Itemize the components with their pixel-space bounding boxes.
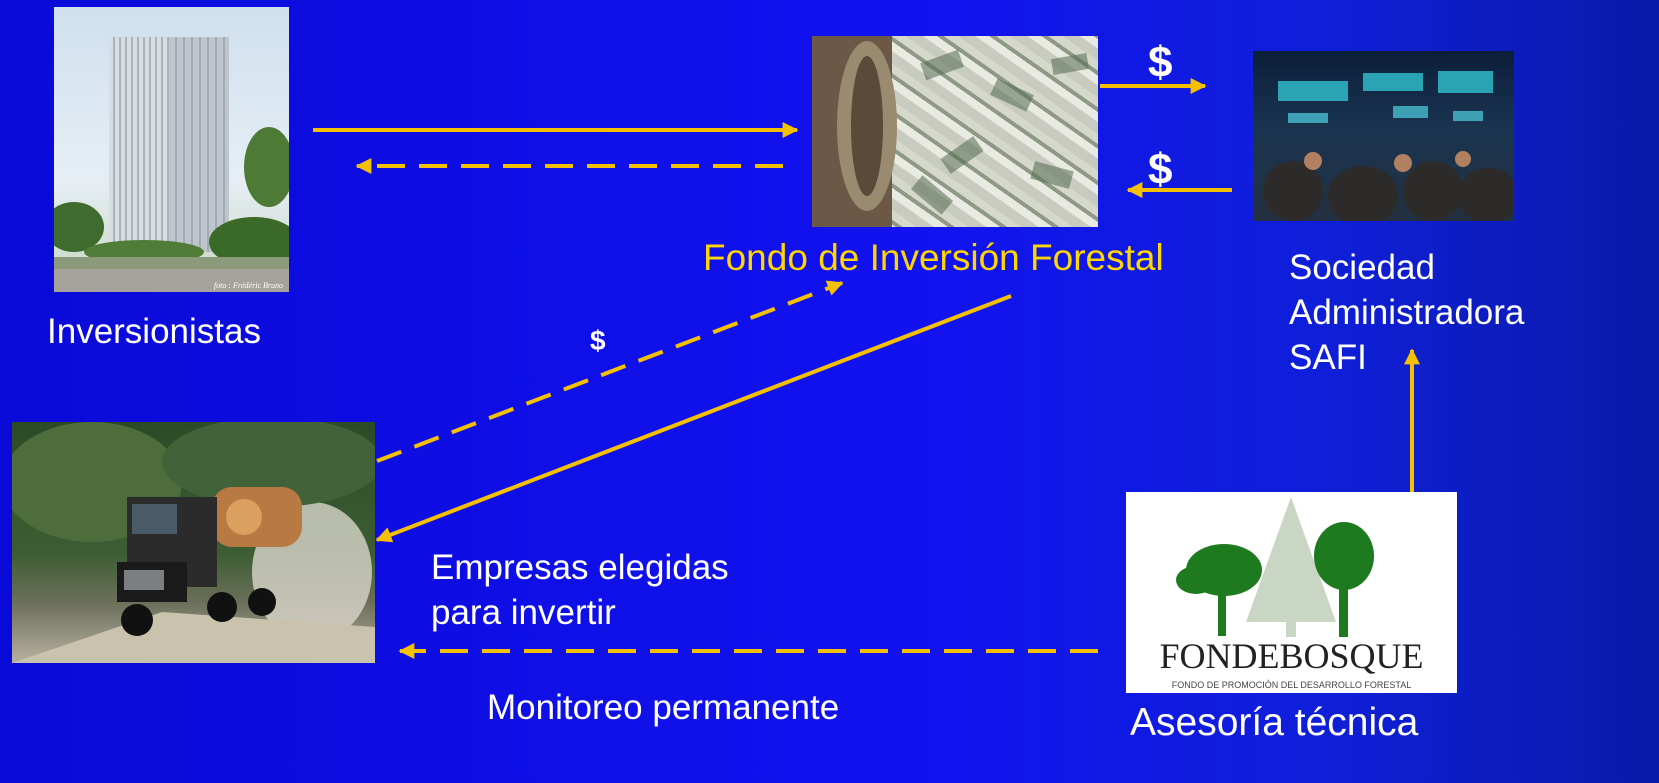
label-empresas-line2: para invertir	[431, 592, 616, 632]
dollar-companies-to-fund: $	[590, 325, 606, 356]
label-asesoria: Asesoría técnica	[1130, 701, 1419, 744]
label-empresas: Empresas elegidas para invertir	[431, 546, 729, 636]
label-empresas-line1: Empresas elegidas	[431, 548, 729, 587]
label-sociedad-line2: Administradora	[1289, 292, 1525, 332]
arrow-fund-to-companies	[375, 294, 1012, 543]
photo-credit: foto : Frédéric Bruno	[213, 281, 283, 290]
label-monitoreo: Monitoreo permanente	[487, 688, 840, 727]
dollar-fund-to-safi: $	[1148, 38, 1173, 87]
fondebosque-logo-subtitle: FONDO DE PROMOCIÓN DEL DESARROLLO FOREST…	[1171, 680, 1412, 690]
money-image	[812, 36, 1098, 227]
label-inversionistas: Inversionistas	[47, 312, 261, 351]
logging-truck-image	[12, 422, 375, 663]
label-sociedad-line1: Sociedad	[1289, 248, 1435, 287]
fondebosque-logo-name: FONDEBOSQUE	[1159, 636, 1424, 676]
investors-building-image: foto : Frédéric Bruno	[54, 7, 289, 292]
trading-floor-image	[1253, 51, 1514, 221]
label-sociedad-line3: SAFI	[1289, 337, 1367, 377]
label-fondo: Fondo de Inversión Forestal	[703, 237, 1164, 278]
fondebosque-logo: FONDEBOSQUE FONDO DE PROMOCIÓN DEL DESAR…	[1126, 492, 1457, 693]
label-sociedad: Sociedad Administradora SAFI	[1289, 246, 1524, 380]
arrow-companies-to-fund	[376, 280, 844, 463]
dollar-safi-to-fund: $	[1148, 145, 1173, 194]
